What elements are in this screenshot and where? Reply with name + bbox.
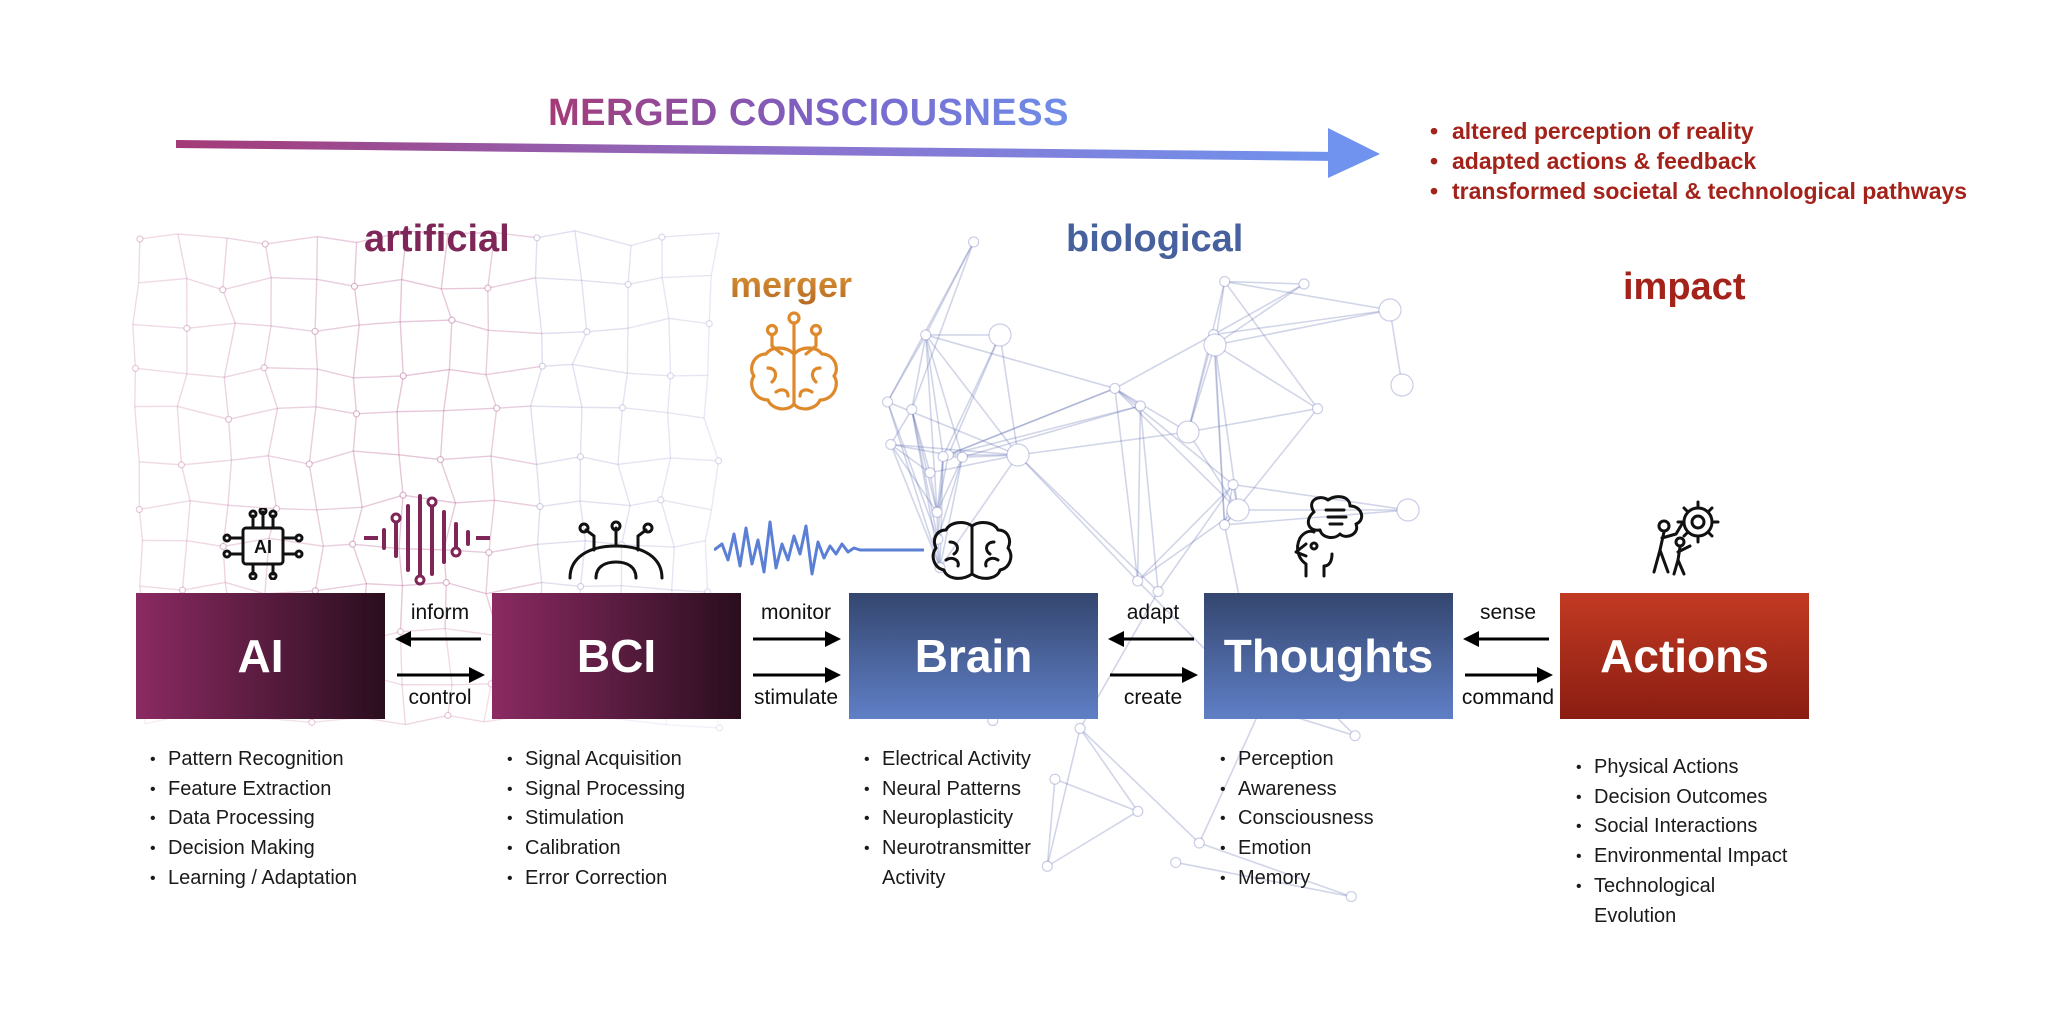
list-item: Neuroplasticity <box>862 804 1031 834</box>
list-item: Neurotransmitter <box>862 834 1031 864</box>
list-item: Signal Acquisition <box>505 745 685 775</box>
bci-feature-list: Signal Acquisition Signal Processing Sti… <box>505 745 685 894</box>
connector-label-control: control <box>408 686 472 709</box>
bidirectional-arrows <box>395 631 485 683</box>
list-item: Technological <box>1574 872 1787 902</box>
list-item: Memory <box>1218 864 1374 894</box>
thoughts-box: Thoughts <box>1204 593 1453 719</box>
list-item: Electrical Activity <box>862 745 1031 775</box>
list-item-continued: Activity <box>882 866 946 889</box>
bci-box: BCI <box>492 593 741 719</box>
list-item-continued: Evolution <box>1594 904 1677 927</box>
list-item: Stimulation <box>505 804 685 834</box>
list-item: Awareness <box>1218 775 1374 805</box>
impact-item: altered perception of reality <box>1428 116 1967 146</box>
impact-label: impact <box>1623 266 1746 308</box>
thinking-head-icon <box>1294 495 1364 578</box>
impact-list: altered perception of reality adapted ac… <box>1428 116 1967 206</box>
list-item: Data Processing <box>148 804 357 834</box>
list-item: Physical Actions <box>1574 753 1787 783</box>
list-item: Decision Making <box>148 834 357 864</box>
merged-consciousness-title: MERGED CONSCIOUSNESS <box>548 92 1069 134</box>
svg-text:AI: AI <box>254 537 272 557</box>
connector-label-inform: inform <box>410 601 470 624</box>
connector-brain-thoughts: adapt create <box>1098 593 1208 719</box>
ai-box: AI <box>136 593 385 719</box>
connector-label-adapt: adapt <box>1126 601 1180 624</box>
list-item: Neural Patterns <box>862 775 1031 805</box>
list-item: Perception <box>1218 745 1374 775</box>
connector-label-stimulate: stimulate <box>753 686 839 709</box>
list-item: Consciousness <box>1218 804 1374 834</box>
actions-feature-list: Physical Actions Decision Outcomes Socia… <box>1574 753 1787 931</box>
brain-box: Brain <box>849 593 1098 719</box>
merged-consciousness-arrow <box>176 128 1380 178</box>
impact-item: adapted actions & feedback <box>1428 146 1967 176</box>
list-item: Error Correction <box>505 864 685 894</box>
biological-label: biological <box>1066 218 1244 260</box>
connector-label-monitor: monitor <box>760 601 832 624</box>
brain-feature-list: Electrical Activity Neural Patterns Neur… <box>862 745 1031 894</box>
connector-thoughts-actions: sense command <box>1453 593 1563 719</box>
list-item: Decision Outcomes <box>1574 783 1787 813</box>
connector-ai-bci: inform control <box>385 593 495 719</box>
connector-bci-brain: monitor stimulate <box>741 593 851 719</box>
connector-label-create: create <box>1123 686 1183 709</box>
bidirectional-arrows <box>1108 631 1198 683</box>
bidirectional-arrows <box>1463 631 1553 683</box>
actions-box: Actions <box>1560 593 1809 719</box>
merger-label: merger <box>730 264 853 305</box>
circuit-brain-icon <box>750 311 838 411</box>
list-item: Emotion <box>1218 834 1374 864</box>
people-gear-icon <box>1652 500 1720 576</box>
list-item: Social Interactions <box>1574 812 1787 842</box>
thoughts-feature-list: Perception Awareness Consciousness Emoti… <box>1218 745 1374 894</box>
list-item: Calibration <box>505 834 685 864</box>
list-item: Learning / Adaptation <box>148 864 357 894</box>
list-item: Pattern Recognition <box>148 745 357 775</box>
brain-icon <box>931 521 1013 580</box>
forward-arrows <box>753 631 841 683</box>
artificial-label: artificial <box>364 218 510 260</box>
connector-label-command: command <box>1461 686 1555 709</box>
connector-label-sense: sense <box>1479 601 1537 624</box>
list-item: Feature Extraction <box>148 775 357 805</box>
list-item: Environmental Impact <box>1574 842 1787 872</box>
bci-circuit-icon <box>568 520 664 580</box>
neural-wave-icon <box>714 520 924 576</box>
signal-wave-icon <box>364 494 490 586</box>
ai-feature-list: Pattern Recognition Feature Extraction D… <box>148 745 357 894</box>
list-item: Signal Processing <box>505 775 685 805</box>
impact-item: transformed societal & technological pat… <box>1428 176 1967 206</box>
ai-chip-icon: AI <box>222 508 304 580</box>
